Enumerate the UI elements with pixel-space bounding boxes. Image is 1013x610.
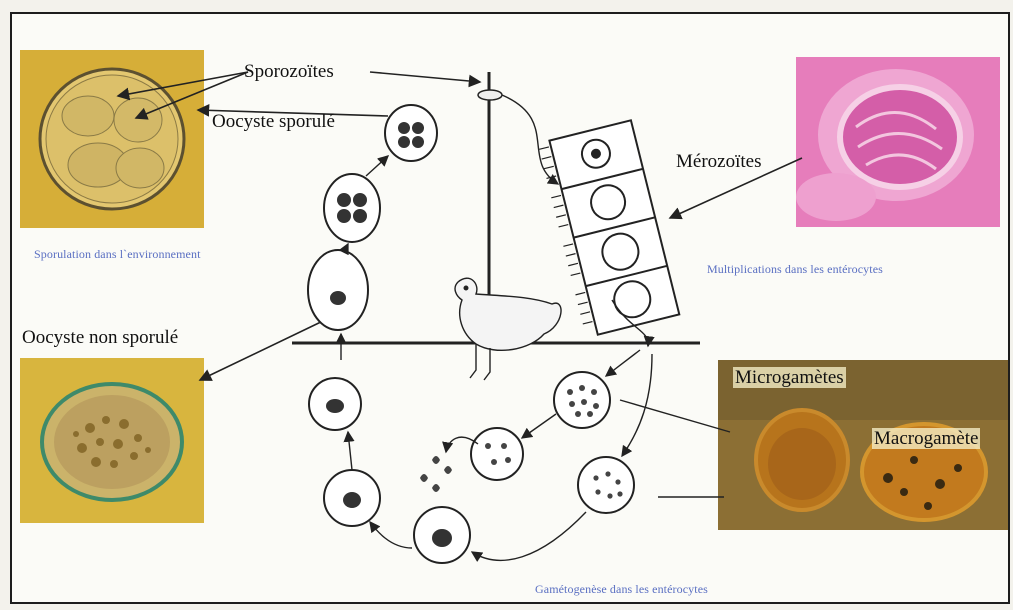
label-macrogamete: Macrogamète [872,428,980,449]
label-oocyste-non-sporule: Oocyste non sporulé [22,328,178,347]
label-oocyste-sporule: Oocyste sporulé [212,112,335,131]
caption-sporulation: Sporulation dans l`environnement [34,247,201,262]
label-microgametes: Microgamètes [733,367,846,388]
label-merozoites: Mérozoïtes [676,152,761,171]
caption-multiplications: Multiplications dans les entérocytes [707,262,883,277]
caption-gametogenese: Gamétogenèse dans les entérocytes [535,582,708,597]
chicken-icon [455,278,561,380]
label-sporozoites: Sporozoïtes [244,62,334,81]
